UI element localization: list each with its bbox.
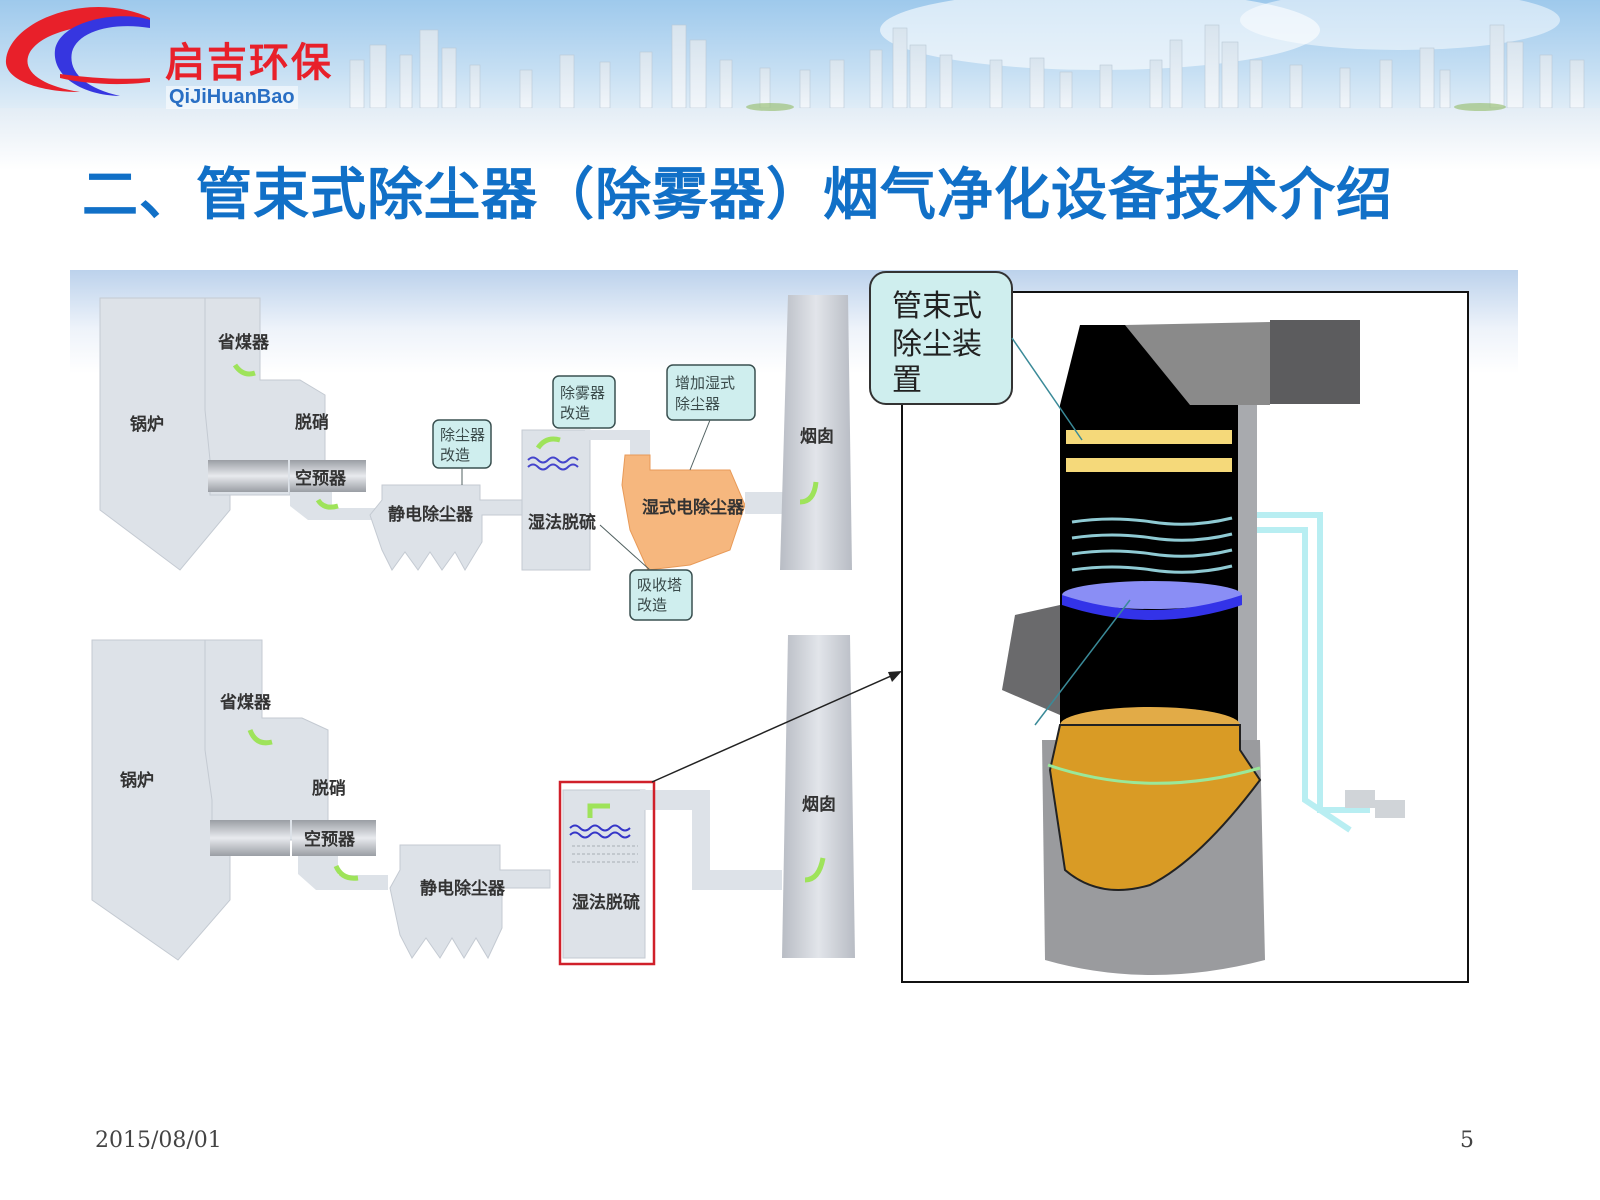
bottom-absorber-shape [562,789,646,959]
bottom-preheater-label: 空预器 [304,829,356,850]
process-figure: 锅炉 省煤器 脱硝 空预器 静电除尘器 湿法脱硫 湿式电除尘器 烟囱 除尘器 改… [70,270,1518,1010]
outlet-duct-side [1125,322,1270,405]
spray-layers [1071,516,1233,574]
callout-absorber-retrofit-line2: 改造 [637,596,667,614]
top-chimney-label: 烟囱 [800,426,834,447]
top-wet-esp-label: 湿式电除尘器 [642,497,745,518]
tube-bundle-layer-2 [1066,458,1232,472]
top-boiler-label: 锅炉 [130,414,164,435]
top-duct-2 [585,430,650,455]
logo-chinese-name: 启吉环保 [165,40,333,86]
pump-1 [1345,790,1375,808]
logo-english-name: QiJiHuanBao [166,86,298,109]
tube-dust-callout-line2: 除尘装 [892,327,982,362]
tube-dust-callout-line3: 置 [892,363,922,398]
pointer-arrowhead [888,671,902,682]
bottom-preheater-right [292,820,376,856]
top-absorber-shape [521,429,591,571]
callout-dust-retrofit: 除尘器 改造 [432,419,492,485]
slurry-body [1048,724,1262,891]
tube-bundle-layer-1 [1066,430,1232,444]
bottom-esp-shape [389,844,551,960]
bottom-boiler-label: 锅炉 [120,770,154,791]
tube-dust-callout-leader [1011,337,1083,441]
tray-plate [1062,581,1242,609]
callout-absorber-retrofit-line1: 吸收塔 [637,576,682,594]
footer-date: 2015/08/01 [95,1128,222,1153]
bottom-esp-label: 静电除尘器 [420,878,506,899]
callout-absorber-retrofit: 吸收塔 改造 [599,524,693,621]
callout-demister-retrofit: 除雾器 改造 [552,375,616,429]
top-duct-1 [290,492,375,520]
top-wet-fgd-label: 湿法脱硫 [528,512,596,533]
tray-leader [1034,599,1131,726]
callout-dust-retrofit-line2: 改造 [440,446,470,464]
bottom-chimney-label: 烟囱 [802,794,836,815]
callout-demister-retrofit-line2: 改造 [560,404,590,422]
bottom-flow-arrow-1 [247,729,273,746]
bottom-flow-arrow-2 [333,864,359,881]
pump-2 [1375,800,1405,818]
bottom-flow-arrow-3 [587,803,610,818]
callout-add-wet-esp: 增加湿式 除尘器 [666,364,756,471]
process-diagram: 锅炉 省煤器 脱硝 空预器 静电除尘器 湿法脱硫 湿式电除尘器 烟囱 除尘器 改… [91,271,1469,983]
bottom-economizer-label: 省煤器 [219,692,272,713]
top-preheater-label: 空预器 [295,468,347,489]
top-wet-esp-shape [621,454,746,571]
detail-panel: 管束式 除尘装 置 [869,271,1469,983]
top-absorber-waves [527,456,579,471]
bottom-duct-1 [298,856,388,890]
callout-dust-retrofit-line1: 除尘器 [440,426,485,444]
outlet-duct-face [1270,320,1360,404]
slide-title: 二、管束式除尘器（除雾器）烟气净化设备技术介绍 [82,163,1393,228]
top-denox-label: 脱硝 [295,412,329,433]
bottom-absorber-waves [569,824,631,839]
top-flow-arrow-4 [799,481,819,505]
top-chimney-shape [780,295,852,570]
top-flow-arrow-2 [315,498,339,510]
top-esp-shape [369,484,526,571]
callout-demister-retrofit-line1: 除雾器 [560,384,605,402]
tube-dust-callout-line1: 管束式 [892,289,982,324]
top-economizer-label: 省煤器 [217,332,270,353]
inlet-duct [1002,605,1060,715]
bottom-process-flow: 锅炉 省煤器 脱硝 空预器 静电除尘器 湿法脱硫 烟囱 [91,635,902,966]
bottom-preheater-left [210,820,290,856]
circulation-pipes [1257,512,1370,833]
top-flow-arrow-3 [535,436,561,450]
bottom-economizer-shape [204,639,329,841]
top-esp-label: 静电除尘器 [388,504,474,525]
company-logo-swoosh [5,7,150,96]
page-number: 5 [1460,1128,1474,1153]
pointer-arrow [651,671,901,783]
callout-add-wet-esp-line2: 除尘器 [675,395,720,413]
tower-shell-right [1235,405,1257,825]
top-flow-arrow-1 [232,363,256,377]
callout-add-wet-esp-line1: 增加湿式 [675,374,735,392]
header-banner: 启吉环保 QiJiHuanBao [0,0,1600,170]
bottom-duct-2 [640,790,782,890]
circulation-ring [1047,763,1261,785]
city-skyline-image [0,0,1600,170]
bottom-denox-label: 脱硝 [312,778,346,799]
bottom-wet-fgd-label: 湿法脱硫 [572,892,640,913]
top-preheater-right [290,460,366,492]
top-preheater-left [208,460,288,492]
highlight-box [558,780,656,966]
bottom-flow-arrow-4 [804,857,826,883]
top-duct-3 [745,492,783,514]
top-process-flow: 锅炉 省煤器 脱硝 空预器 静电除尘器 湿法脱硫 湿式电除尘器 烟囱 除尘器 改… [99,295,852,621]
tray-plate-edge [1062,595,1242,620]
